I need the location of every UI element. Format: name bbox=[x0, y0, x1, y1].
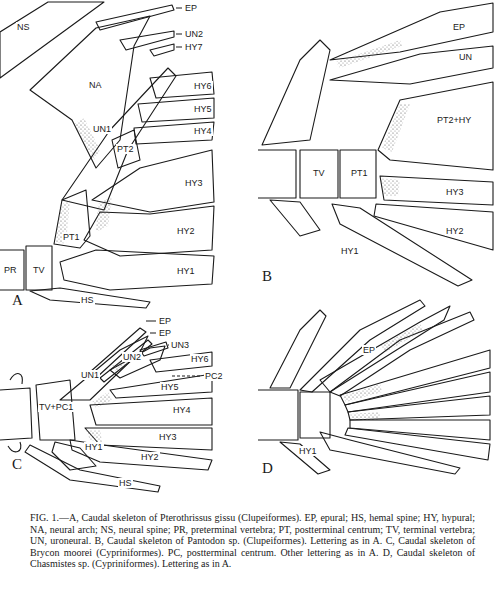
part-label: EP bbox=[362, 345, 376, 355]
part-label: HY1 bbox=[176, 266, 196, 276]
part-label: HY6 bbox=[193, 81, 213, 91]
part-label: HS bbox=[118, 478, 133, 488]
part-label: HS bbox=[80, 295, 95, 305]
part-label: HY2 bbox=[445, 226, 465, 236]
panel-letter: D bbox=[262, 460, 273, 476]
part-label: HY2 bbox=[140, 452, 160, 462]
part-label: EP bbox=[184, 3, 198, 13]
panel-d-skeleton bbox=[258, 300, 490, 474]
part-label: UN3 bbox=[170, 340, 190, 350]
part-label: HY3 bbox=[158, 432, 178, 442]
part-label: UN1 bbox=[80, 370, 100, 380]
part-label: EP bbox=[158, 316, 172, 326]
part-label: PR bbox=[3, 265, 18, 275]
part-label: PT2+HY bbox=[436, 115, 472, 125]
part-label: UN2 bbox=[184, 29, 204, 39]
part-label: TV bbox=[312, 168, 326, 178]
panel-b-skeleton bbox=[258, 3, 493, 286]
panel-letter: B bbox=[262, 268, 272, 284]
part-label: EP bbox=[158, 328, 172, 338]
part-label: EP bbox=[452, 22, 466, 32]
part-label: HY4 bbox=[172, 405, 192, 415]
part-label: HY1 bbox=[84, 442, 104, 452]
part-label: PT2 bbox=[116, 144, 135, 154]
part-label: UN1 bbox=[92, 124, 112, 134]
part-label: HY2 bbox=[176, 226, 196, 236]
part-label: HY1 bbox=[298, 446, 318, 456]
panel-letter: C bbox=[12, 456, 22, 472]
part-label: HY5 bbox=[160, 382, 180, 392]
part-label: UN2 bbox=[122, 352, 142, 362]
panel-letter: A bbox=[12, 292, 23, 308]
part-label: HY3 bbox=[445, 187, 465, 197]
part-label: HY6 bbox=[190, 354, 210, 364]
part-label: HY1 bbox=[340, 246, 360, 256]
part-label: NS bbox=[16, 22, 31, 32]
part-label: HY3 bbox=[184, 178, 204, 188]
part-label: NA bbox=[88, 80, 103, 90]
panel-a-skeleton bbox=[0, 2, 214, 308]
part-label: UN bbox=[458, 52, 473, 62]
part-label: TV+PC1 bbox=[38, 402, 74, 412]
figure-caption: FIG. 1.—A, Caudal skeleton of Pterothris… bbox=[30, 512, 475, 570]
part-label: TV bbox=[32, 265, 46, 275]
part-label: PT1 bbox=[350, 168, 369, 178]
panel-c-skeleton bbox=[0, 321, 212, 492]
part-label: HY4 bbox=[193, 126, 213, 136]
part-label: PC2 bbox=[204, 371, 224, 381]
part-label: PT1 bbox=[62, 232, 81, 242]
part-label: HY5 bbox=[193, 104, 213, 114]
part-label: HY7 bbox=[184, 42, 204, 52]
